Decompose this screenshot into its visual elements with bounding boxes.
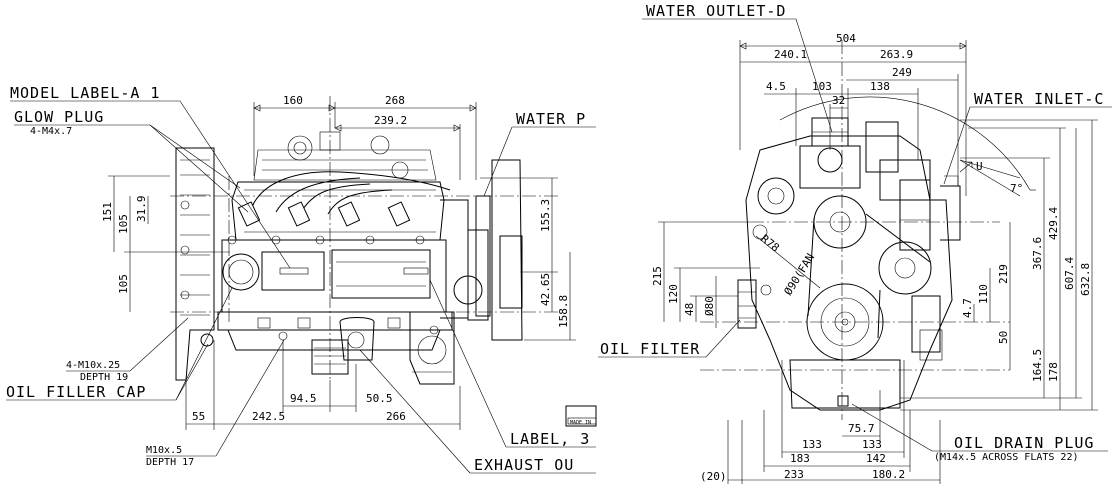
dim-215: 215 [651,266,664,286]
label-exhaust-outlet: EXHAUST OU [474,456,574,474]
dim-151: 151 [101,202,114,222]
dim-133-b: 133 [862,438,882,451]
dim-94-5: 94.5 [290,392,317,405]
dim-pulley-dia: Ø80 [703,296,716,316]
dim-164-5: 164.5 [1031,349,1044,382]
dim-110: 110 [977,284,990,304]
dim-263-9: 263.9 [880,48,913,61]
dim-4-5: 4.5 [766,80,786,93]
dim-219: 219 [997,264,1010,284]
label-oil-filter: OIL FILTER [600,340,700,358]
dim-242-5: 242.5 [252,410,285,423]
label-oil-drain-plug-spec: (M14x.5 ACROSS FLATS 22) [934,452,1079,463]
dim-183: 183 [790,452,810,465]
label-fan-pulley-dia: Ø90(FAN [782,251,818,297]
label-fan-angle: 7° [1010,182,1023,195]
label-made-in: MADE IN [570,420,591,426]
front-view-body [700,40,1036,420]
side-view-dimensions: 160 268 239.2 151 105 31.9 105 155.3 [101,94,576,430]
label-water-outlet: WATER OUTLET-D [646,2,786,20]
dim-31-9: 31.9 [135,196,148,223]
dim-142: 142 [866,452,886,465]
dim-240-1: 240.1 [774,48,807,61]
dim-239-2: 239.2 [374,114,407,127]
dim-50-5: 50.5 [366,392,393,405]
side-view-body [170,96,560,385]
label-drain-hole-depth: DEPTH 17 [146,457,194,468]
side-view-labels: MODEL LABEL-A 1 GLOW PLUG 4-M4x.7 WATER … [6,84,597,474]
dim-105-a: 105 [117,214,130,234]
side-view: 160 268 239.2 151 105 31.9 105 155.3 [6,84,597,474]
label-water-inlet: WATER INLET-C [974,90,1104,108]
label-glow-plug: GLOW PLUG [14,108,104,126]
dim-266: 266 [386,410,406,423]
dim-249: 249 [892,66,912,79]
label-mount-holes-depth: DEPTH 19 [80,372,128,383]
dim-155-3: 155.3 [539,199,552,232]
dim-50: 50 [997,331,1010,344]
front-view: 504 240.1 263.9 249 4.5 103 32 138 215 [598,2,1112,484]
label-oil-drain-plug: OIL DRAIN PLUG [954,434,1094,452]
label-model-label: MODEL LABEL-A 1 [10,84,160,102]
dim-138: 138 [870,80,890,93]
dim-268: 268 [385,94,405,107]
dim-103: 103 [812,80,832,93]
dim-4-7: 4.7 [961,298,974,318]
dim-55: 55 [192,410,205,423]
front-view-labels: WATER OUTLET-D WATER INLET-C OIL FILTER … [598,2,1112,463]
label-radius: R78 [758,232,782,254]
dim-48: 48 [683,303,696,316]
dim-32: 32 [832,94,845,107]
dim-607-4: 607.4 [1063,257,1076,290]
label-water-pump: WATER P [516,110,586,128]
label-direction-u: U [976,160,983,173]
dim-133-a: 133 [802,438,822,451]
dim-429-4: 429.4 [1047,207,1060,240]
dim-120: 120 [667,284,680,304]
label-mount-holes: 4-M10x.25 [66,360,120,371]
dim-105-b: 105 [117,274,130,294]
dim-178: 178 [1047,362,1060,382]
dim-158-8: 158.8 [557,295,570,328]
dim-367-6: 367.6 [1031,237,1044,270]
dim-75-7: 75.7 [848,422,875,435]
dim-180-2: 180.2 [872,468,905,481]
front-view-dimensions: 504 240.1 263.9 249 4.5 103 32 138 215 [651,32,1098,484]
dim-160: 160 [283,94,303,107]
dim-20: (20) [700,470,727,483]
dim-233: 233 [784,468,804,481]
label-label-3: LABEL, 3 [510,430,590,448]
label-oil-filler-cap: OIL FILLER CAP [6,383,146,401]
dim-632-8: 632.8 [1079,263,1092,296]
dim-42-65: 42.65 [539,273,552,306]
label-drain-hole: M10x.5 [146,445,182,456]
dim-504: 504 [836,32,856,45]
label-glow-plug-thread: 4-M4x.7 [30,126,72,137]
